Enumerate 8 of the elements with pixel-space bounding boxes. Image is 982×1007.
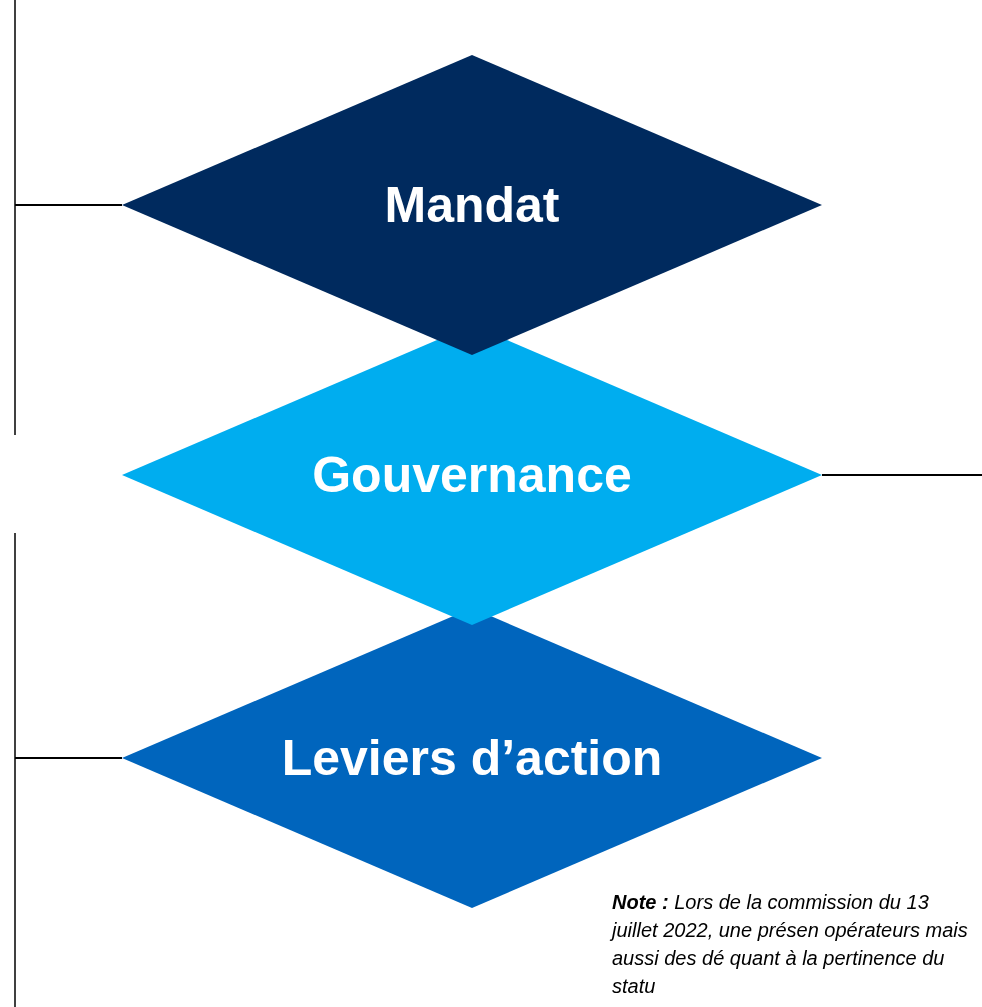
connector-line: [14, 204, 123, 206]
connector-line: [821, 474, 982, 476]
diamond-label: Mandat: [383, 176, 561, 234]
diamond-shape: [122, 55, 822, 355]
diamond-label: Leviers d’action: [280, 729, 664, 787]
note-text: Note : Lors de la commission du 13 juillet 2022, une présen opérateurs mais aussi des dé quant à la pertinence du statu: [612, 890, 969, 999]
diamond-label: Gouvernance: [311, 446, 633, 504]
connector-line: [14, 757, 123, 759]
